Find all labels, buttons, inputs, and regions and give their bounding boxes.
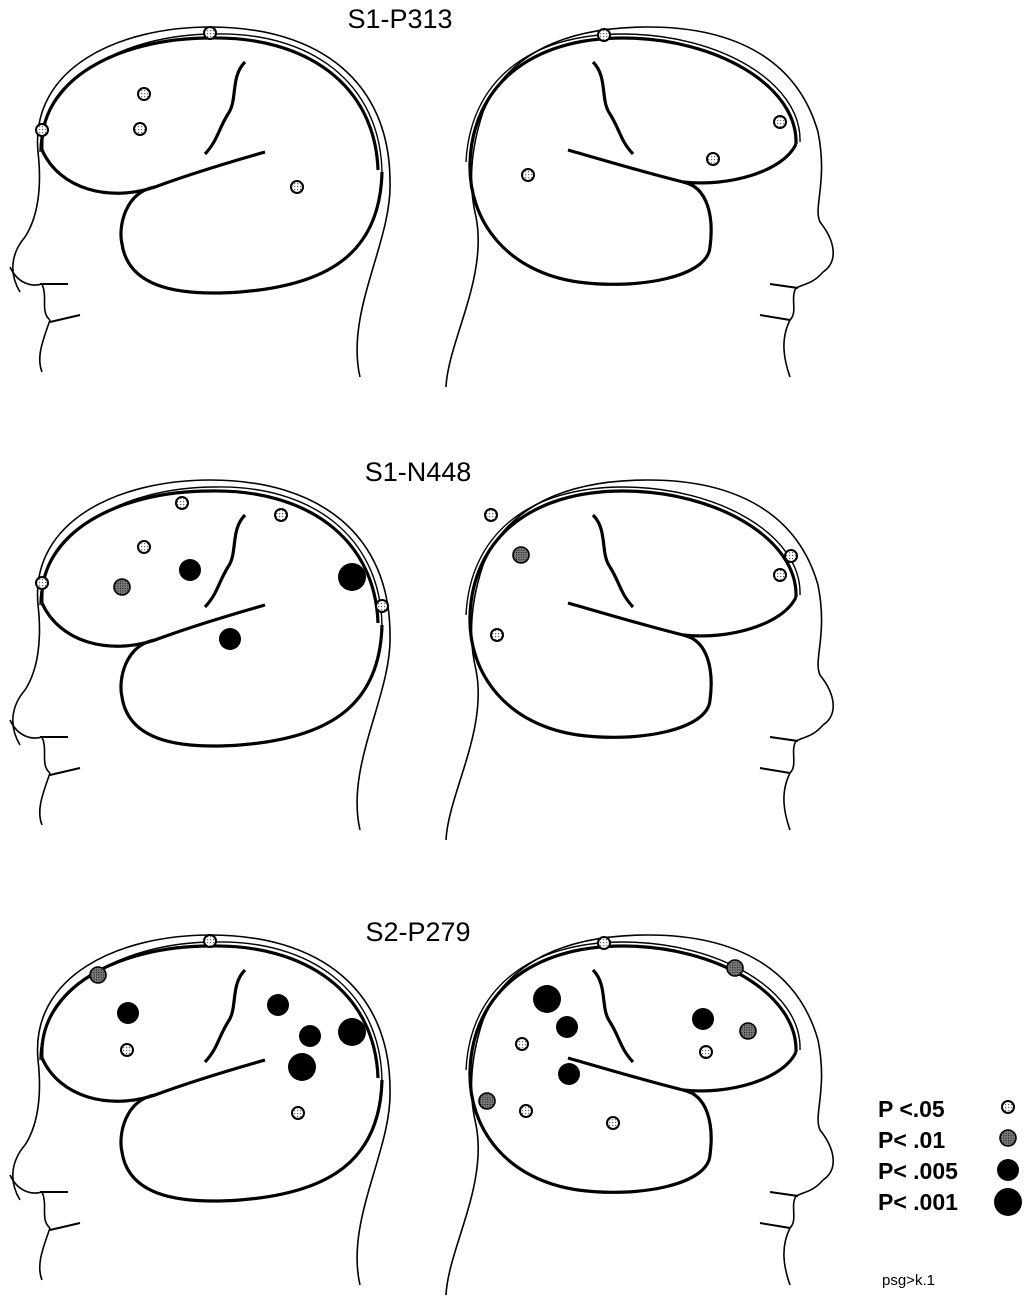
legend-marker-p005 (997, 1159, 1019, 1181)
panel-title-3: S2-P279 (268, 917, 568, 948)
head-left-3 (10, 935, 390, 1285)
electrode-marker-3-left-3 (117, 1002, 139, 1024)
electrode-marker-2-right-4 (774, 569, 786, 581)
electrode-marker-3-left-4 (121, 1044, 133, 1056)
electrode-marker-1-left-4 (134, 123, 146, 135)
panel-title-1: S1-P313 (250, 4, 550, 35)
electrode-marker-1-right-2 (774, 116, 786, 128)
electrode-marker-3-left-7 (288, 1053, 316, 1081)
electrode-marker-3-right-5 (692, 1008, 714, 1030)
electrode-marker-3-left-2 (204, 935, 216, 947)
legend-marker-p001 (994, 1188, 1022, 1216)
electrode-marker-3-left-1 (90, 967, 106, 983)
electrode-markers (36, 27, 797, 1129)
electrode-marker-2-left-6 (275, 509, 287, 521)
electrode-marker-1-left-2 (36, 124, 48, 136)
electrode-marker-3-right-10 (479, 1093, 495, 1109)
electrode-marker-2-left-3 (36, 577, 48, 589)
electrode-marker-1-left-3 (138, 88, 150, 100)
panel-title-2: S1-N448 (268, 457, 568, 488)
electrode-marker-2-right-1 (485, 509, 497, 521)
electrode-marker-1-left-1 (204, 27, 216, 39)
legend-label-p05: P <.05 (878, 1096, 945, 1123)
legend-label-p005: P< .005 (878, 1158, 958, 1185)
legend-marker-p05 (1002, 1101, 1014, 1113)
head-right-1 (446, 27, 833, 387)
electrode-marker-2-left-9 (219, 628, 241, 650)
electrode-marker-3-right-2 (727, 960, 743, 976)
electrode-marker-2-left-8 (376, 600, 388, 612)
electrode-marker-3-right-11 (520, 1105, 532, 1117)
electrode-marker-3-right-8 (700, 1046, 712, 1058)
legend-label-p001: P< .001 (878, 1189, 958, 1216)
electrode-marker-1-left-5 (291, 181, 303, 193)
electrode-marker-2-right-2 (513, 547, 529, 563)
electrode-marker-2-left-1 (176, 497, 188, 509)
electrode-marker-3-right-4 (556, 1016, 578, 1038)
electrode-marker-3-right-9 (558, 1063, 580, 1085)
head-right-2 (446, 480, 833, 840)
electrode-marker-1-right-4 (707, 153, 719, 165)
head-right-3 (446, 935, 833, 1295)
electrode-marker-3-right-12 (607, 1117, 619, 1129)
electrode-marker-3-left-5 (267, 994, 289, 1016)
electrode-marker-3-right-3 (533, 985, 561, 1013)
electrode-marker-1-right-3 (522, 169, 534, 181)
electrode-marker-2-left-4 (114, 579, 130, 595)
figure-code: psg>k.1 (882, 1272, 935, 1289)
head-left-2 (10, 480, 390, 830)
electrode-marker-3-left-6 (299, 1025, 321, 1047)
electrode-marker-3-left-9 (338, 1018, 366, 1046)
electrode-marker-2-left-7 (338, 563, 366, 591)
electrode-marker-2-right-5 (491, 629, 503, 641)
electrode-marker-1-right-1 (598, 29, 610, 41)
head-left-1 (10, 27, 390, 377)
electrode-marker-3-right-6 (740, 1023, 756, 1039)
electrode-marker-3-left-8 (292, 1107, 304, 1119)
electrode-marker-3-right-1 (598, 937, 610, 949)
electrode-marker-2-right-3 (785, 550, 797, 562)
legend-label-p01: P< .01 (878, 1127, 945, 1154)
electrode-marker-3-right-7 (516, 1038, 528, 1050)
legend-marker-p01 (1000, 1130, 1016, 1146)
electrode-marker-2-left-5 (179, 559, 201, 581)
legend-markers (994, 1101, 1022, 1216)
electrode-marker-2-left-2 (138, 541, 150, 553)
